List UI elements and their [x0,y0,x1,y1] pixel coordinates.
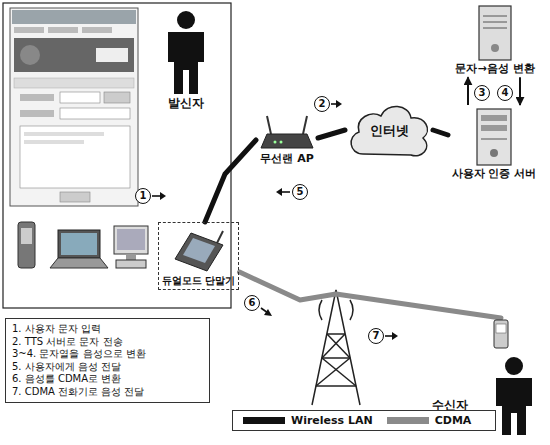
step-text: 3~4. 문자열을 음성으로 변환 [12,348,203,361]
person-icon [161,10,211,96]
sender-devices [18,222,148,268]
callout-number: 3 [474,85,490,101]
node-label: 문자→음성 변환 [455,62,534,75]
step-text: 2. TTS 서버로 문자 전송 [12,336,203,349]
callout-number: 6 [244,295,260,311]
node-label: 듀얼모드 단말기 [162,275,235,287]
access-point: 무선랜 AP [256,112,318,167]
access-point-icon [259,114,315,152]
callout-number: 2 [314,96,330,112]
network-link [318,130,345,138]
step-text: 5. 사용자에게 음성 전달 [12,361,203,374]
sender-figure: 발신자 [150,8,222,112]
callout-number: 1 [135,188,151,204]
network-link [205,140,256,222]
node-label: 무선랜 AP [260,152,313,165]
tts-server: 문자→음성 변환 [450,2,540,77]
legend-text: CDMA [435,414,472,427]
dual-mode-terminal: 듀얼모드 단말기 [158,222,239,290]
step-text: 1. 사용자 문자 입력 [12,323,203,336]
legend-text: Wireless LAN [291,414,373,427]
auth-server: 사용자 인증 서버 [448,105,540,182]
server-icon [473,4,517,62]
step-text: 7. CDMA 전화기로 음성 전달 [12,386,203,399]
legend-box: Wireless LAN CDMA [232,410,496,431]
internet-cloud-node: 인터넷 [345,98,433,163]
node-label: 발신자 [168,96,204,110]
callout-number: 5 [292,184,308,200]
callout-number: 7 [368,328,384,344]
dual-mode-device-icon [171,225,227,275]
node-label: 사용자 인증 서버 [452,167,537,180]
flow-arrow [467,77,469,105]
flow-arrow [519,77,521,105]
legend-item: CDMA [387,414,472,427]
callout-number: 4 [497,85,513,101]
legend-swatch [243,417,285,424]
legend-item: Wireless LAN [243,414,373,427]
web-screenshot [10,8,138,206]
server-icon [469,107,519,167]
network-link [433,130,448,135]
cdma-tower [312,290,360,405]
step-list-box: 1. 사용자 문자 입력2. TTS 서버로 문자 전송3~4. 문자열을 음성… [5,318,210,403]
step-text: 6. 음성를 CDMA로 변환 [12,373,203,386]
network-link [240,272,502,318]
legend-swatch [387,417,429,424]
node-label: 인터넷 [370,123,409,139]
